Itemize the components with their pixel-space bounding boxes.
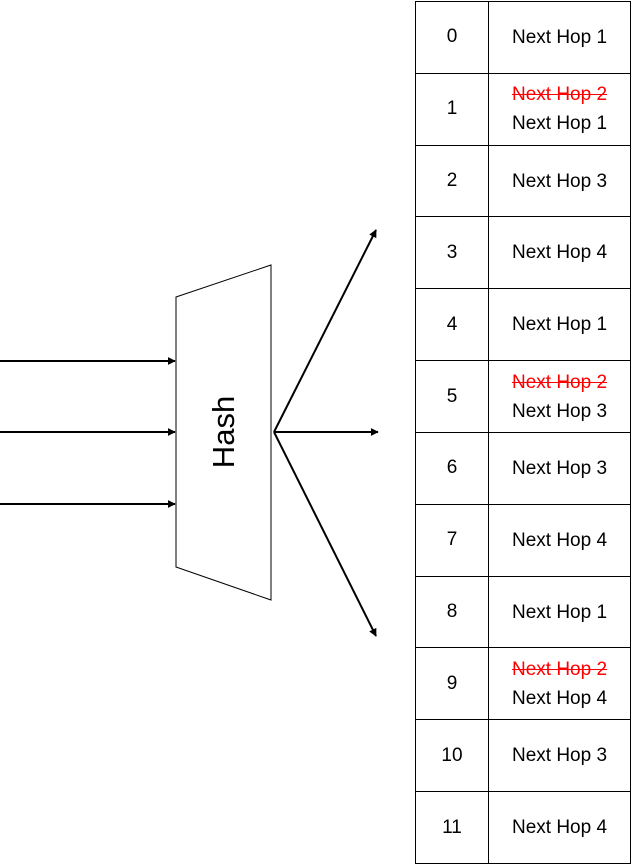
next-hop-cell: Next Hop 1 (489, 289, 630, 360)
next-hop-label: Next Hop 4 (511, 687, 608, 709)
bucket-index: 1 (416, 73, 489, 145)
next-hop-label: Next Hop 1 (511, 314, 608, 336)
output-arrow-up (273, 229, 377, 433)
bucket-index: 9 (416, 648, 489, 720)
bucket-index: 2 (416, 145, 489, 217)
table-row: 2 Next Hop 3 (416, 144, 630, 217)
table-row: 1 Next Hop 2 Next Hop 1 (416, 72, 630, 145)
table-row: 6 Next Hop 3 (416, 431, 630, 504)
output-arrow-down (273, 431, 377, 637)
bucket-index: 0 (416, 2, 489, 73)
removed-next-hop: Next Hop 2 (511, 658, 608, 680)
next-hop-cell: Next Hop 2 Next Hop 4 (489, 648, 630, 719)
next-hop-cell: Next Hop 1 (489, 577, 630, 648)
hash-label: Hash (206, 395, 241, 469)
removed-next-hop: Next Hop 2 (511, 84, 608, 106)
next-hop-cell: Next Hop 4 (489, 792, 630, 863)
bucket-index: 8 (416, 576, 489, 648)
table-row: 0 Next Hop 1 (416, 2, 630, 73)
next-hop-label: Next Hop 1 (511, 601, 608, 623)
next-hop-cell: Next Hop 3 (489, 146, 630, 217)
next-hop-cell: Next Hop 2 Next Hop 3 (489, 361, 630, 432)
bucket-index: 3 (416, 217, 489, 289)
next-hop-label: Next Hop 3 (511, 457, 608, 479)
next-hop-label: Next Hop 4 (511, 529, 608, 551)
next-hop-cell: Next Hop 4 (489, 505, 630, 576)
bucket-index: 4 (416, 289, 489, 361)
table-row: 10 Next Hop 3 (416, 719, 630, 792)
removed-next-hop: Next Hop 2 (511, 371, 608, 393)
bucket-index: 6 (416, 432, 489, 504)
table-row: 9 Next Hop 2 Next Hop 4 (416, 647, 630, 720)
next-hop-cell: Next Hop 2 Next Hop 1 (489, 74, 630, 145)
table-row: 4 Next Hop 1 (416, 288, 630, 361)
table-row: 7 Next Hop 4 (416, 503, 630, 576)
table-row: 8 Next Hop 1 (416, 575, 630, 648)
next-hop-cell: Next Hop 3 (489, 433, 630, 504)
next-hop-label: Next Hop 3 (511, 400, 608, 422)
table-row: 5 Next Hop 2 Next Hop 3 (416, 360, 630, 432)
next-hop-label: Next Hop 3 (511, 745, 608, 767)
next-hop-label: Next Hop 4 (511, 242, 608, 264)
bucket-index: 5 (416, 361, 489, 432)
bucket-index: 7 (416, 504, 489, 576)
next-hop-label: Next Hop 3 (511, 170, 608, 192)
table-row: 11 Next Hop 4 (416, 791, 630, 863)
table-row: 3 Next Hop 4 (416, 216, 630, 289)
hash-block (175, 264, 272, 601)
next-hop-label: Next Hop 1 (511, 113, 608, 135)
next-hop-label: Next Hop 4 (511, 817, 608, 839)
next-hop-cell: Next Hop 1 (489, 2, 630, 73)
next-hop-label: Next Hop 1 (511, 26, 608, 48)
next-hop-cell: Next Hop 3 (489, 720, 630, 791)
bucket-index: 11 (416, 792, 489, 863)
next-hop-cell: Next Hop 4 (489, 217, 630, 288)
bucket-index: 10 (416, 720, 489, 792)
